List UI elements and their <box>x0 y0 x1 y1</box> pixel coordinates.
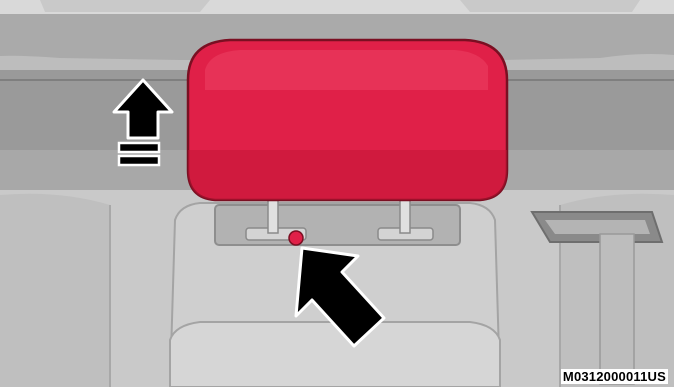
headrest-lower-shade <box>188 150 507 200</box>
seat-bolster-left <box>0 194 110 387</box>
rear-window-right <box>460 0 640 12</box>
rear-window-left <box>40 0 210 12</box>
seatbelt-webbing <box>600 234 634 384</box>
seat-cushion <box>170 322 500 387</box>
release-button <box>289 231 303 245</box>
figure-code: M0312000011US <box>561 369 668 384</box>
seatbelt-slot <box>545 220 650 234</box>
headrest-highlight <box>205 50 488 90</box>
